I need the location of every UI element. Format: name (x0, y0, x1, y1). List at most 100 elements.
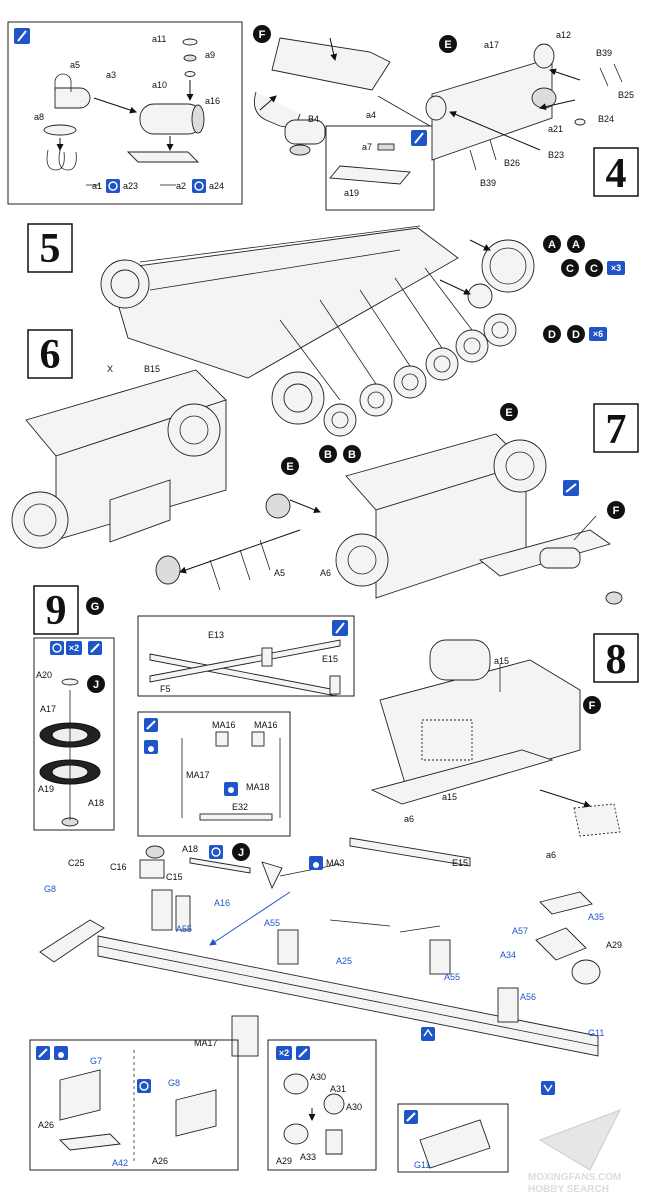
inset-headlight: ×2 A30 A31 A30 A29 A33 (267, 1039, 377, 1171)
circle-E3: E (505, 407, 512, 419)
step-number-7: 7 (606, 407, 627, 453)
label-a19: a19 (344, 188, 359, 198)
label-a16: a16 (205, 96, 220, 106)
label-a7: a7 (362, 142, 372, 152)
step-number-6: 6 (40, 332, 61, 378)
glue-icon (296, 1046, 310, 1060)
step-number-9: 9 (46, 588, 67, 634)
label-A35: A35 (588, 912, 604, 922)
circle-J1: J (93, 679, 99, 691)
label-X: X (107, 364, 113, 374)
step-9-header: 9 G (33, 585, 104, 635)
circle-B2: B (348, 449, 356, 461)
circle-D1: D (548, 329, 556, 341)
label-E15b: E15 (452, 858, 468, 868)
step-number-5: 5 (40, 226, 61, 272)
subassembly-E-top: E a12 a17 B39 B25 B24 a21 B23 B26 B39 (425, 30, 634, 188)
label-a23: a23 (123, 181, 138, 191)
multiplier-x3: ×3 (611, 263, 621, 273)
label-A25: A25 (336, 956, 352, 966)
step-number-8: 8 (606, 637, 627, 683)
label-E32: E32 (232, 802, 248, 812)
label-B23: B23 (548, 150, 564, 160)
label-B39b: B39 (480, 178, 496, 188)
paint-drop-icon (54, 1046, 68, 1060)
label-a10: a10 (152, 80, 167, 90)
multiplier-x6: ×6 (593, 329, 603, 339)
label-A55c: A55 (444, 972, 460, 982)
label-a21: a21 (548, 124, 563, 134)
glue-icon (411, 130, 427, 146)
label-A57: A57 (512, 926, 528, 936)
inset-rear-plate: G11 (397, 1103, 509, 1173)
label-a12: a12 (556, 30, 571, 40)
label-A5: A5 (274, 568, 285, 578)
label-A16: A16 (214, 898, 230, 908)
label-a6: a6 (404, 814, 414, 824)
label-B25: B25 (618, 90, 634, 100)
circle-B1: B (324, 449, 332, 461)
label-a1: a1 (92, 181, 102, 191)
multiplier-x2b: ×2 (279, 1048, 289, 1058)
glue-icon (88, 641, 102, 655)
circle-F: F (259, 29, 266, 41)
label-a9: a9 (205, 50, 215, 60)
step-number-4: 4 (606, 151, 627, 197)
inset-rails-E13: E13 E15 F5 (137, 615, 355, 697)
label-C16: C16 (110, 862, 127, 872)
inset-jack-bracket: MA16 MA16 MA17 MA18 E32 (137, 711, 291, 837)
label-E13: E13 (208, 630, 224, 640)
glue-icon (36, 1046, 50, 1060)
label-A19: A19 (38, 784, 54, 794)
label-A26b: A26 (152, 1156, 168, 1166)
label-MA16b: MA16 (254, 720, 278, 730)
label-G8: G8 (44, 884, 56, 894)
glue-icon (404, 1110, 418, 1124)
glue-icon (144, 718, 158, 732)
label-a3: a3 (106, 70, 116, 80)
circle-C2: C (590, 263, 598, 275)
label-MA18: MA18 (246, 782, 270, 792)
circle-G: G (91, 601, 100, 613)
label-A55: A55 (176, 924, 192, 934)
circle-J2: J (238, 847, 244, 859)
road-wheels (323, 313, 517, 437)
paint-drop-icon (144, 740, 158, 754)
label-a5: a5 (70, 60, 80, 70)
label-A6: A6 (320, 568, 331, 578)
circle-F3: F (589, 700, 596, 712)
label-G11b: G11 (414, 1160, 430, 1170)
step-5-suspension: 5 A A C C ×3 D D (27, 223, 625, 463)
label-a24: a24 (209, 181, 224, 191)
label-a11: a11 (152, 34, 166, 44)
paint-icon (563, 480, 579, 496)
label-a17: a17 (484, 40, 499, 50)
watermark-line2: HOBBY SEARCH (528, 1184, 609, 1195)
label-A17: A17 (40, 704, 56, 714)
glue-icon (14, 28, 30, 44)
label-F5: F5 (160, 684, 171, 694)
label-A29b: A29 (276, 1156, 292, 1166)
label-MA3: MA3 (326, 858, 345, 868)
multiplier-x2a: ×2 (69, 643, 79, 653)
label-A34: A34 (500, 950, 516, 960)
label-B15: B15 (144, 364, 160, 374)
label-MA16a: MA16 (212, 720, 236, 730)
label-a8: a8 (34, 112, 44, 122)
watermark-line1: MOXINGFANS.COM (528, 1172, 621, 1183)
label-A56: A56 (520, 992, 536, 1002)
label-E15: E15 (322, 654, 338, 664)
glue-icon (332, 620, 348, 636)
circle-A2: A (572, 239, 580, 251)
label-a15: a15 (494, 656, 509, 666)
label-a6b: a6 (546, 850, 556, 860)
label-A30: A30 (310, 1072, 326, 1082)
label-A31: A31 (330, 1084, 346, 1094)
label-A29: A29 (606, 940, 622, 950)
step-4-box: 4 (593, 147, 639, 197)
circle-F2: F (613, 505, 620, 517)
circle-D2: D (572, 329, 580, 341)
circle-E2: E (286, 461, 293, 473)
label-a2: a2 (176, 181, 186, 191)
